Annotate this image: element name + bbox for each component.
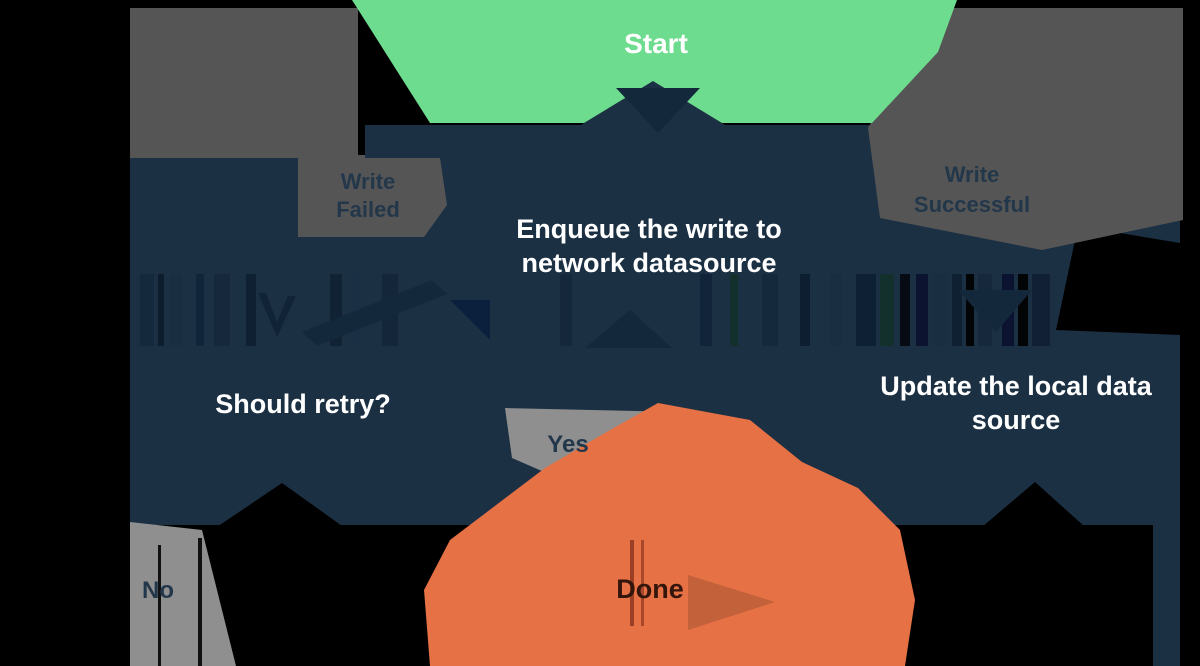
glitch-stripes bbox=[140, 274, 1050, 346]
write-failed-label-line2: Failed bbox=[336, 197, 400, 222]
enqueue-label-line2: network datasource bbox=[521, 248, 776, 278]
start-node bbox=[352, 0, 957, 123]
done-arrow-icon bbox=[688, 575, 775, 630]
glitch-line bbox=[358, 10, 365, 155]
arrow-enqueue-to-yes-icon bbox=[585, 310, 672, 348]
yes-label: Yes bbox=[547, 431, 588, 458]
shadow-top-right bbox=[1056, 226, 1180, 335]
no-label: No bbox=[142, 577, 174, 604]
flow-band-right-column bbox=[1153, 525, 1180, 666]
glitch-line bbox=[630, 540, 634, 626]
update-local-label-line1: Update the local data bbox=[880, 371, 1153, 401]
arrow-to-update-icon bbox=[958, 290, 1032, 332]
artifact-write-successful bbox=[868, 8, 1183, 250]
write-successful-label-line2: Successful bbox=[914, 192, 1030, 217]
done-label: Done bbox=[616, 574, 684, 604]
arrow-start-to-enqueue-icon bbox=[616, 88, 700, 133]
shadow-bottom-right bbox=[900, 482, 1153, 666]
update-local-label-line2: source bbox=[972, 405, 1061, 435]
write-successful-label-line1: Write bbox=[945, 162, 1000, 187]
write-failed-label-line1: Write bbox=[341, 169, 396, 194]
arrow-to-should-retry-icon bbox=[302, 280, 447, 346]
enqueue-label-line1: Enqueue the write to bbox=[516, 214, 782, 244]
shadow-bottom-left bbox=[205, 483, 428, 666]
artifact-top-left bbox=[130, 8, 365, 158]
glitch-line bbox=[198, 538, 202, 666]
glitch-line bbox=[641, 540, 644, 626]
artifact-no bbox=[130, 522, 236, 666]
artifact-write-failed bbox=[298, 158, 447, 237]
start-label: Start bbox=[624, 28, 688, 59]
glitch-line bbox=[158, 545, 161, 666]
should-retry-label: Should retry? bbox=[215, 389, 391, 419]
done-node bbox=[424, 403, 915, 666]
